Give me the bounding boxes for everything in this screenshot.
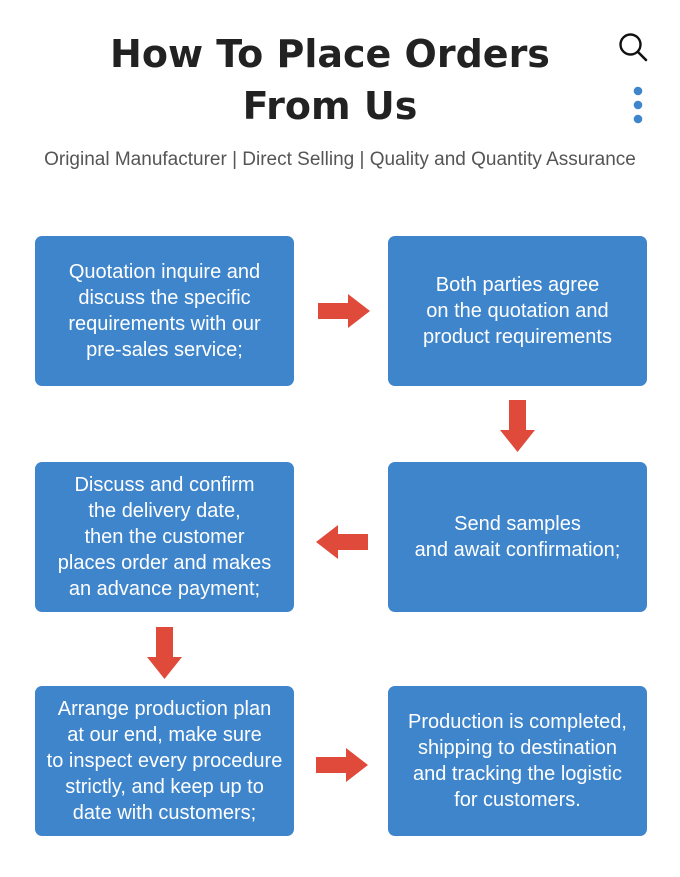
page-title-line-2: From Us (242, 84, 418, 128)
subtitle: Original Manufacturer | Direct Selling |… (44, 149, 636, 170)
page-title: How To Place Orders From Us (60, 28, 600, 132)
search-icon[interactable] (617, 31, 649, 63)
arrow-down-icon (500, 400, 535, 452)
step-3-box: Send samples and await confirmation; (388, 462, 647, 612)
arrow-right-icon (318, 294, 370, 328)
step-5-box: Arrange production plan at our end, make… (35, 686, 294, 836)
page-title-line-1: How To Place Orders (110, 32, 550, 76)
step-2-box: Both parties agree on the quotation and … (388, 236, 647, 386)
arrow-right-icon (316, 748, 368, 782)
step-6-box: Production is completed, shipping to des… (388, 686, 647, 836)
arrow-left-icon (316, 525, 368, 559)
step-4-box: Discuss and confirm the delivery date, t… (35, 462, 294, 612)
arrow-down-icon (147, 627, 182, 679)
step-1-box: Quotation inquire and discuss the specif… (35, 236, 294, 386)
more-vertical-icon[interactable] (628, 83, 648, 127)
